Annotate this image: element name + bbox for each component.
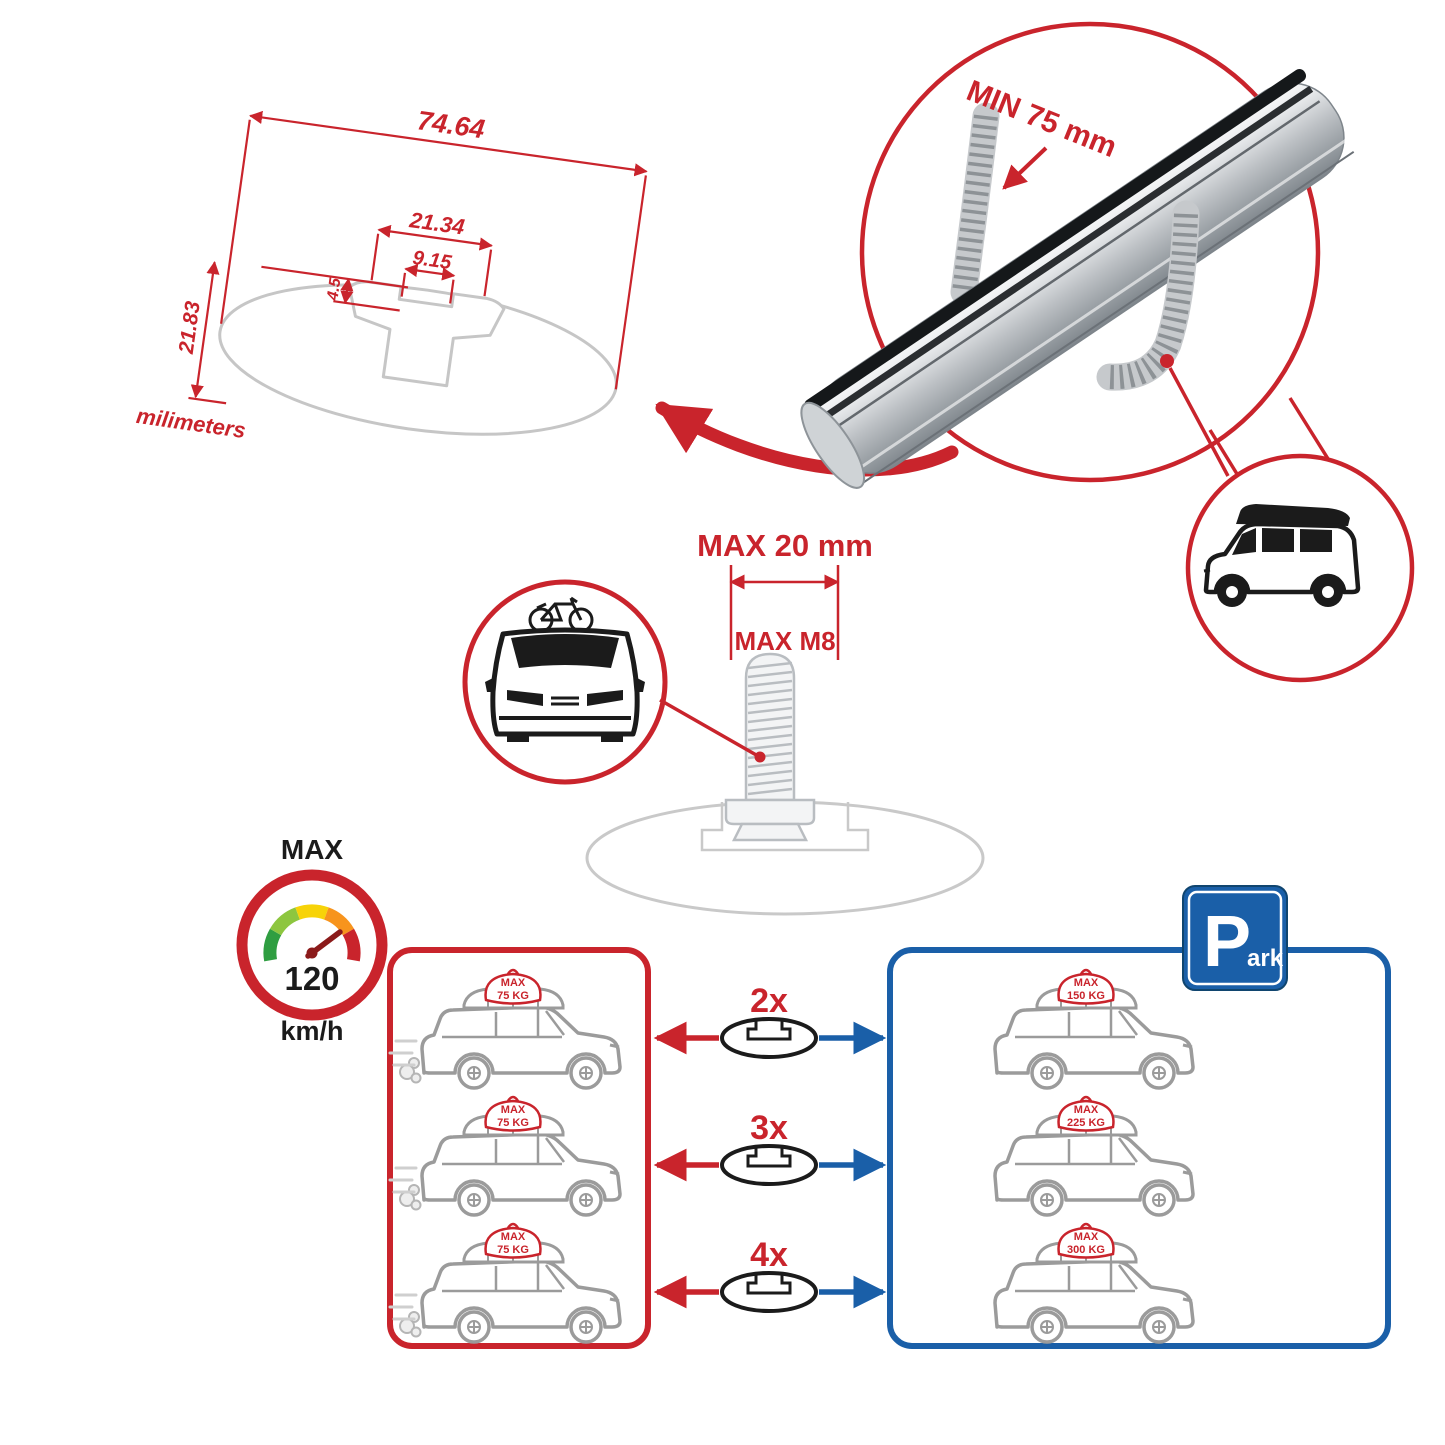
- tag-max-label: MAX: [501, 977, 526, 989]
- tag-max-label: MAX: [1074, 1231, 1099, 1243]
- bar-profile-outline: [347, 280, 506, 388]
- cargo-weight-tag: MAX 75 KG: [484, 968, 542, 1005]
- speed-value: 120: [284, 960, 339, 997]
- parking-letter: P: [1203, 902, 1251, 982]
- t-bolt: [724, 652, 816, 842]
- dimension-lines: [188, 110, 648, 405]
- crossbar-detail: MIN 75 mm: [800, 21, 1415, 683]
- parking-sign: P ark: [1182, 885, 1288, 991]
- car-parked-1: MAX 150 KG: [993, 968, 1195, 1090]
- bolt-thread-ridges: [747, 661, 793, 796]
- cargo-weight-tag: MAX 225 KG: [1057, 1095, 1115, 1132]
- bar-count-row-2: 3x: [653, 1109, 887, 1186]
- bar-count-label: 4x: [750, 1236, 788, 1274]
- dim-height-label: 21.83: [175, 300, 205, 357]
- cargo-weight-tag: MAX 150 KG: [1057, 968, 1115, 1005]
- bar-count-label: 2x: [750, 982, 788, 1020]
- speed-max-label: MAX: [281, 834, 344, 865]
- tag-max-label: MAX: [1074, 977, 1099, 989]
- bar-end-cap: [800, 401, 866, 489]
- bike-on-roof-circle: [462, 579, 668, 785]
- dim-width-label: 74.64: [415, 105, 486, 144]
- speed-limit-gauge: MAX 120 km/h: [236, 834, 388, 1046]
- tag-weight-label: 225 KG: [1067, 1117, 1105, 1129]
- clamp-strap-left: [950, 102, 1000, 306]
- car-driving-1: MAX 75 KG: [388, 968, 622, 1090]
- bar-count-label: 3x: [750, 1109, 788, 1147]
- profile-slot-ghost: [700, 802, 870, 852]
- car-parked-2: MAX 225 KG: [993, 1095, 1195, 1217]
- pointer-arrow: [655, 401, 959, 477]
- cargo-weight-tag: MAX 75 KG: [484, 1095, 542, 1132]
- parking-suffix: ark: [1247, 945, 1284, 972]
- tag-max-label: MAX: [1074, 1104, 1099, 1116]
- tag-max-label: MAX: [501, 1231, 526, 1243]
- tag-weight-label: 75 KG: [497, 990, 529, 1002]
- max-thread-label: MAX M8: [734, 626, 835, 656]
- crossbar-slot-icon: [746, 1021, 792, 1041]
- roof-box: [1236, 504, 1350, 526]
- bolt-point-dot: [754, 751, 766, 763]
- tag-weight-label: 150 KG: [1067, 990, 1105, 1002]
- bar-count-row-1: 2x: [653, 982, 887, 1059]
- unit-label: milimeters: [135, 403, 247, 443]
- gauge-arcs: [263, 904, 361, 962]
- cargo-weight-tag: MAX 300 KG: [1057, 1222, 1115, 1259]
- car-driving-3: MAX 75 KG: [388, 1222, 622, 1344]
- min-clamp-arrow: [1002, 146, 1048, 190]
- dim-slot-depth-label: 4.5: [324, 276, 344, 302]
- crossbar-slot-icon: [746, 1275, 792, 1295]
- tag-weight-label: 300 KG: [1067, 1244, 1105, 1256]
- gauge-ring: [236, 869, 388, 1021]
- speed-unit: km/h: [280, 1016, 343, 1046]
- bolt-diagram: MAX 20 mm MAX M8: [462, 528, 985, 916]
- aluminum-crossbar: [800, 69, 1355, 489]
- max-length-label: MAX 20 mm: [697, 528, 873, 563]
- dim-inner-slot-label: 9.15: [411, 247, 453, 274]
- technical-drawing: 74.64 21.34 9.15 4.5 21.83 milimeters: [135, 105, 648, 443]
- car-driving-2: MAX 75 KG: [388, 1095, 622, 1217]
- suv-windows: [1232, 528, 1332, 555]
- tag-weight-label: 75 KG: [497, 1244, 529, 1256]
- car-parked-3: MAX 300 KG: [993, 1222, 1195, 1344]
- clamp-strap-right: [1096, 200, 1200, 391]
- tag-max-label: MAX: [501, 1104, 526, 1116]
- car-front-icon: [485, 627, 645, 742]
- detail-circle: [859, 21, 1321, 483]
- suv-roofbox-circle: [1185, 453, 1415, 683]
- crossbar-slot-icon: [746, 1148, 792, 1168]
- circle-to-bolt-line: [659, 698, 759, 758]
- clamp-point-dot: [1160, 354, 1174, 368]
- cargo-weight-tag: MAX 75 KG: [484, 1222, 542, 1259]
- bar-count-row-3: 4x: [653, 1236, 887, 1313]
- tag-weight-label: 75 KG: [497, 1117, 529, 1129]
